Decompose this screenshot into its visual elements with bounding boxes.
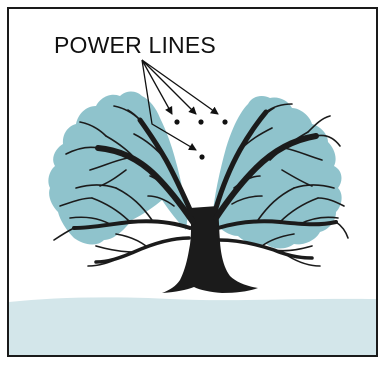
power-line-dot <box>174 119 179 124</box>
power-line-dot <box>198 119 203 124</box>
power-line-dot <box>199 154 204 159</box>
power-lines-label: POWER LINES <box>54 32 216 58</box>
ground <box>9 297 376 355</box>
power-line-dot <box>222 119 227 124</box>
